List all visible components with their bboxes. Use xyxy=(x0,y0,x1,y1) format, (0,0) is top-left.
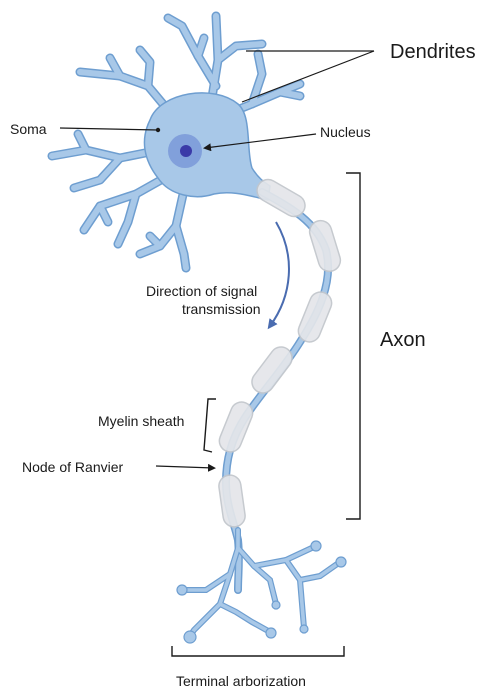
signal-direction-arrow xyxy=(270,222,289,326)
direction-label-line1: Direction of signal xyxy=(146,283,257,299)
myelin-bracket xyxy=(204,399,216,452)
soma-label: Soma xyxy=(10,121,47,137)
axon-terminal xyxy=(266,628,276,638)
axon-terminal xyxy=(311,541,321,551)
nucleus-label: Nucleus xyxy=(320,124,371,140)
soma-leader xyxy=(60,128,158,130)
axon-terminal xyxy=(272,601,280,609)
direction-label-line2: transmission xyxy=(182,301,261,317)
myelin-segment xyxy=(216,399,256,455)
axon-terminal xyxy=(336,557,346,567)
terminal-arborization-label: Terminal arborization xyxy=(176,673,306,689)
myelin-sheath-label: Myelin sheath xyxy=(98,413,184,429)
axon-terminal xyxy=(184,631,196,643)
node-of-ranvier-label: Node of Ranvier xyxy=(22,459,124,475)
axon-shaft xyxy=(226,192,328,590)
myelin-segment xyxy=(253,175,309,220)
axon-label: Axon xyxy=(380,329,426,351)
myelin-segment xyxy=(307,218,343,274)
myelin-segment xyxy=(295,289,335,345)
soma-point xyxy=(156,128,160,132)
node-of-ranvier-leader xyxy=(156,466,214,468)
terminal-bracket xyxy=(172,646,344,656)
nucleus-inner xyxy=(180,145,192,157)
dendrites-label: Dendrites xyxy=(390,41,476,63)
axon-terminal xyxy=(300,625,308,633)
myelin-segment xyxy=(217,474,246,529)
axon-terminal xyxy=(177,585,187,595)
axon-bracket xyxy=(346,173,360,519)
myelin-segment xyxy=(248,343,297,398)
